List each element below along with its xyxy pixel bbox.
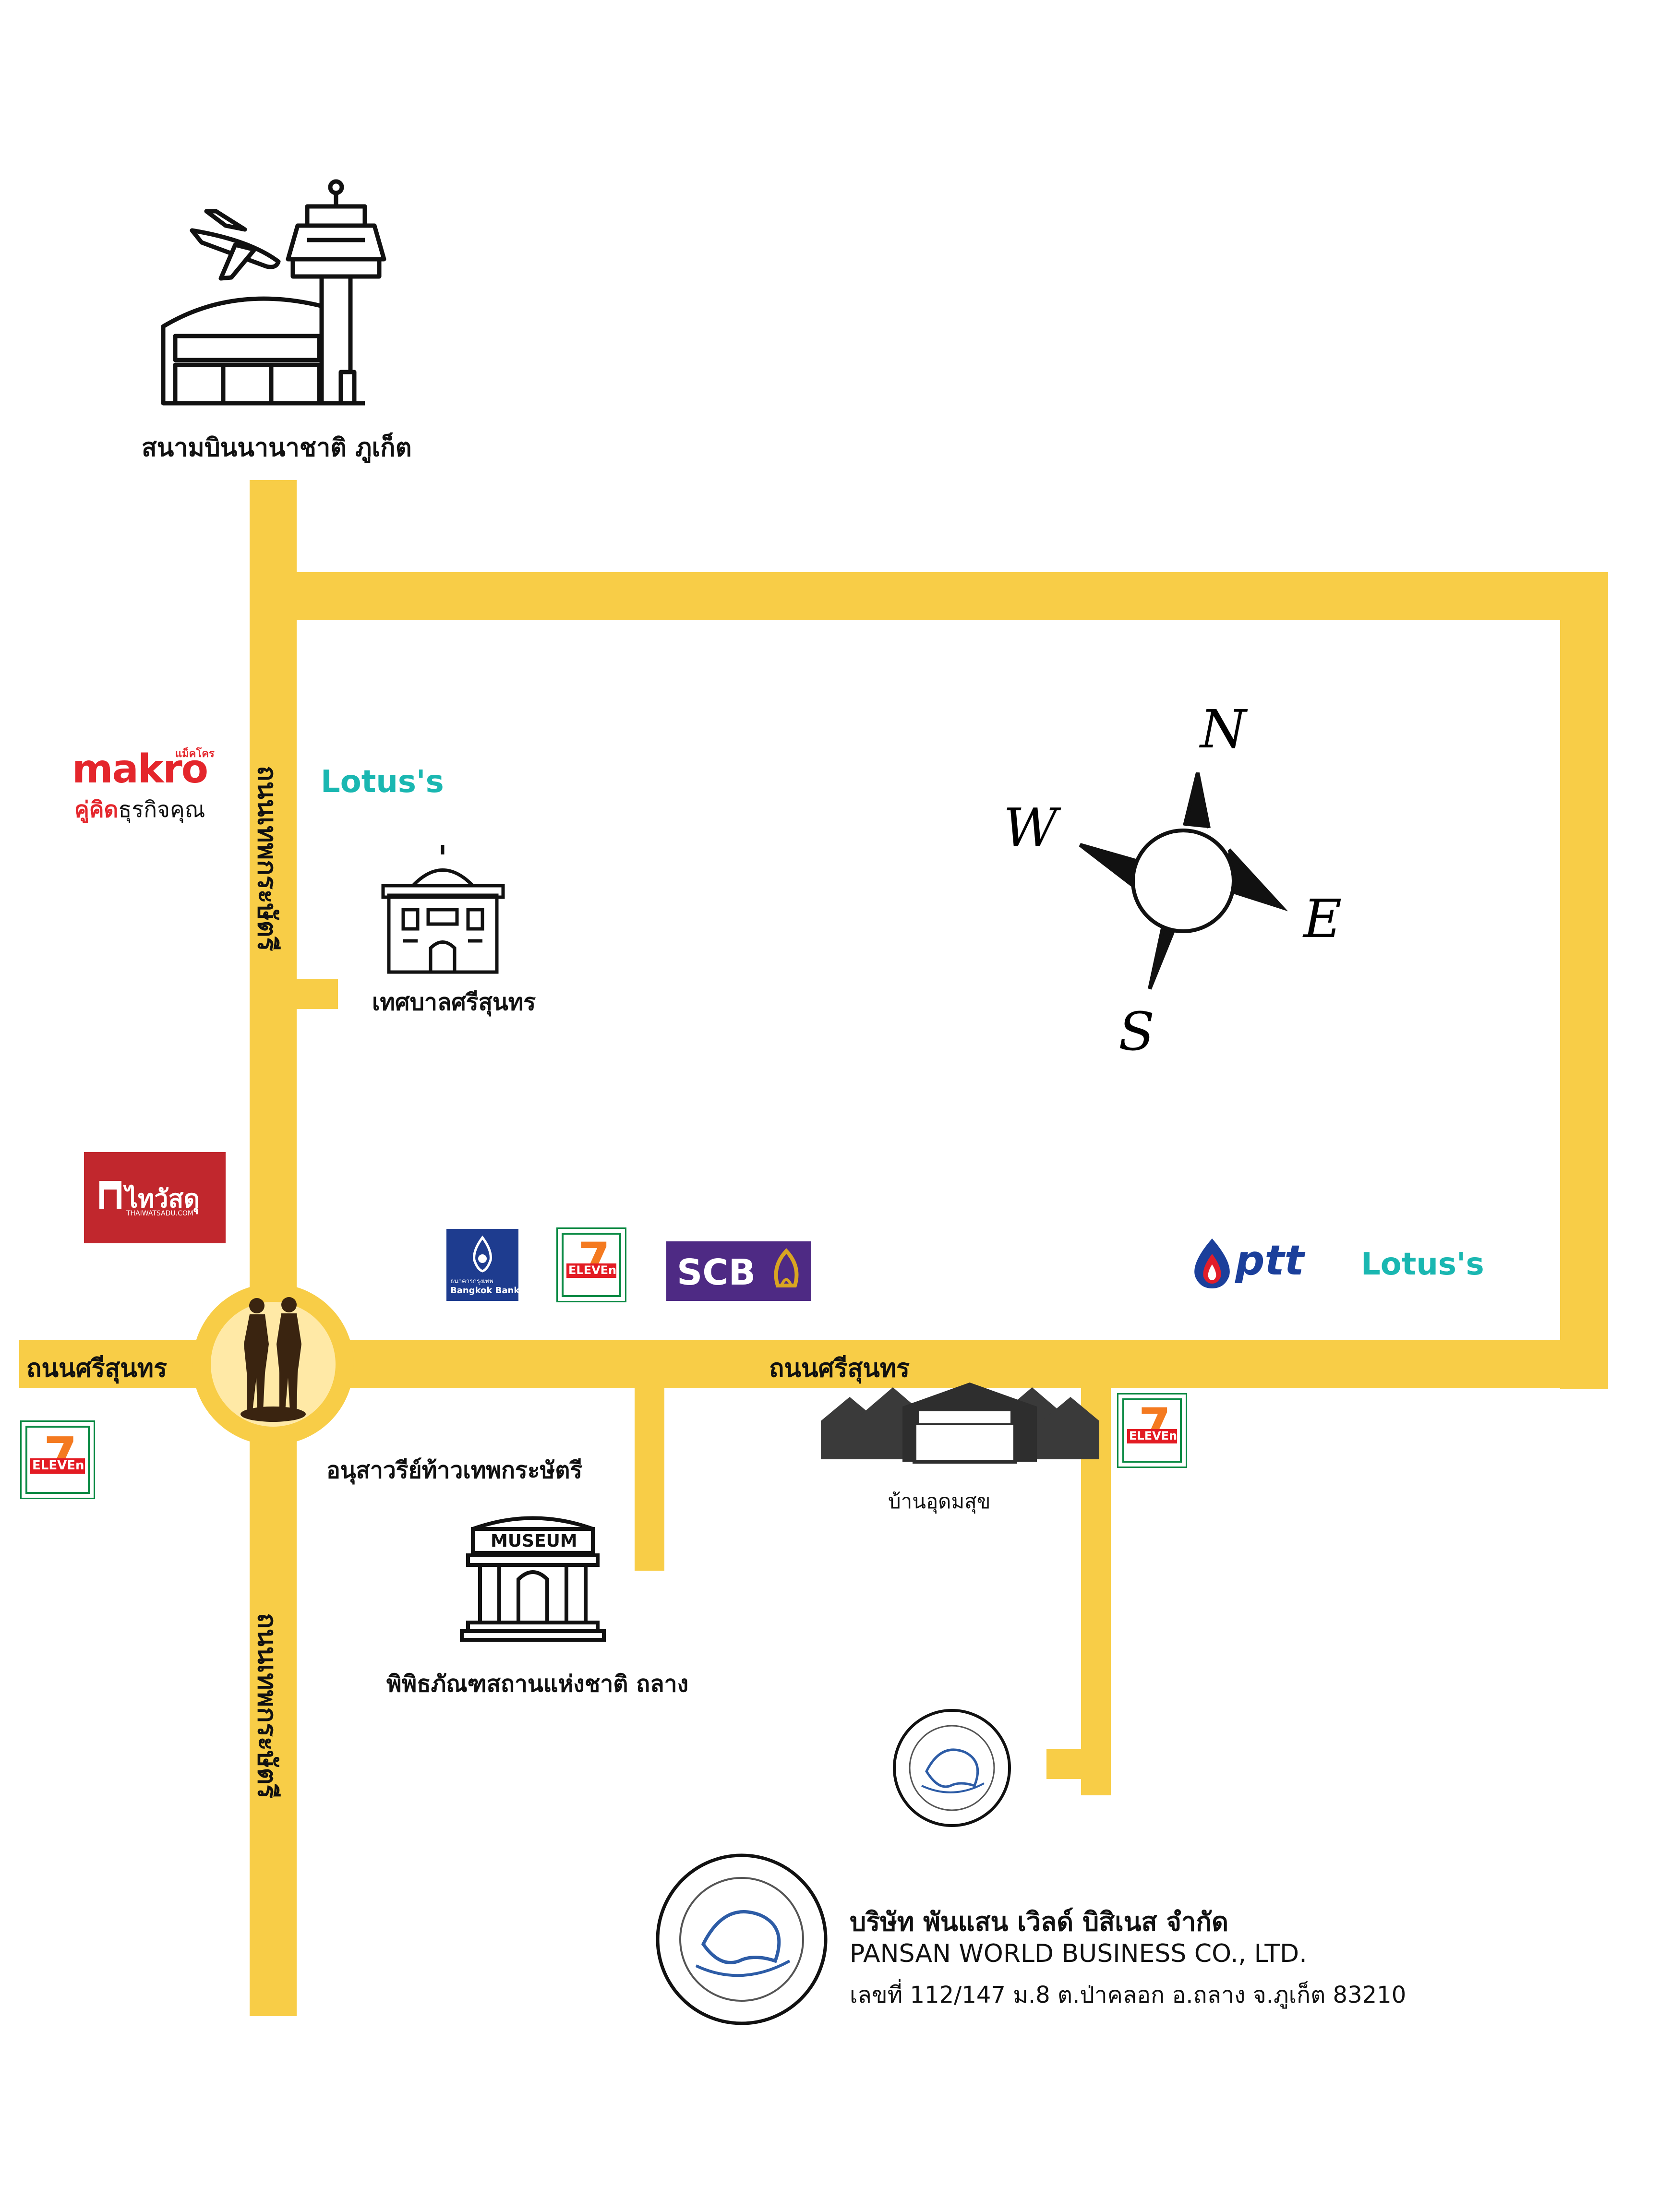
seven-eleven-text: ELEVEn — [32, 1458, 84, 1473]
lotus-logo-west: Lotus's — [321, 764, 444, 800]
road-thepkrasattri — [250, 480, 297, 2016]
thaiwatsadu-house-icon — [99, 1181, 121, 1209]
compass-east: E — [1303, 888, 1342, 950]
pansan-company-seal — [656, 1853, 828, 2025]
seven-eleven-logo-west: 7 ELEVEn — [20, 1420, 95, 1499]
road-label-thepkrasattri-lower: ถนนเทพกระษัตรี — [252, 1613, 282, 1799]
pansan-small-seal — [893, 1709, 1011, 1827]
seven-eleven-logo-center: 7 ELEVEn — [556, 1227, 626, 1302]
ptt-logo: ptt — [1188, 1235, 1332, 1292]
makro-tagline: คู่คิดธุรกิจคุณ — [74, 796, 205, 822]
airport-label: สนามบินนานาชาติ ภูเก็ต — [142, 433, 412, 462]
municipality-icon — [381, 845, 505, 974]
thaiwatsadu-sub: THAIWATSADU.COM — [126, 1210, 193, 1217]
thaiwatsadu-logo: ไทวัสดุ THAIWATSADU.COM — [84, 1152, 226, 1243]
compass-west: W — [1003, 797, 1058, 858]
scb-emblem-icon — [774, 1248, 799, 1287]
thaiwatsadu-name: ไทวัสดุ — [125, 1185, 200, 1214]
seven-eleven-digit: 7 — [44, 1427, 77, 1483]
compass-north: N — [1200, 698, 1247, 760]
seven-eleven-digit: 7 — [1139, 1398, 1171, 1452]
road-label-srisunthon-east: ถนนศรีสุนทร — [769, 1354, 910, 1383]
village-label: บ้านอุดมสุข — [888, 1490, 991, 1513]
museum-label: พิพิธภัณฑสถานแห่งชาติ ถลาง — [386, 1671, 689, 1697]
makro-thai-name: แม็คโคร — [175, 748, 215, 760]
bangkok-bank-thai: ธนาคารกรุงเทพ — [450, 1278, 493, 1285]
road-east-loop — [1560, 572, 1608, 1389]
seven-eleven-text: ELEVEn — [1129, 1429, 1178, 1443]
monument-icon — [211, 1297, 336, 1427]
airport-icon — [161, 179, 386, 406]
road-stub-museum — [635, 1388, 664, 1571]
compass-rose — [1079, 772, 1288, 990]
makro-logo: makro — [72, 746, 208, 792]
museum-sign: MUSEUM — [491, 1531, 577, 1551]
road-stub-municipality — [297, 979, 338, 1009]
seven-eleven-text: ELEVEn — [568, 1263, 617, 1277]
company-name-thai: บริษัท พันแสน เวิลด์ บิสิเนส จำกัด — [850, 1907, 1229, 1937]
seven-eleven-digit: 7 — [578, 1233, 610, 1286]
company-name-english: PANSAN WORLD BUSINESS CO., LTD. — [850, 1939, 1307, 1968]
village-icon — [821, 1382, 1099, 1464]
ptt-text: ptt — [1235, 1237, 1304, 1285]
scb-logo: SCB — [666, 1241, 811, 1301]
bangkok-bank-english: Bangkok Bank — [450, 1286, 520, 1296]
company-address: เลขที่ 112/147 ม.8 ต.ป่าคลอก อ.ถลาง จ.ภู… — [850, 1982, 1407, 2008]
monument-label: อนุสาวรีย์ท้าวเทพกระษัตรี — [326, 1457, 583, 1484]
seven-eleven-logo-east: 7 ELEVEn — [1117, 1393, 1187, 1468]
road-stub-pansan — [1046, 1749, 1081, 1779]
bangkok-bank-emblem-icon — [473, 1235, 492, 1273]
road-north-loop — [297, 572, 1608, 620]
compass-south: S — [1118, 1001, 1155, 1062]
road-label-srisunthon-west: ถนนศรีสุนทร — [26, 1354, 168, 1383]
museum-icon — [460, 1516, 606, 1642]
lotus-logo-east: Lotus's — [1361, 1247, 1484, 1282]
municipality-label: เทศบาลศรีสุนทร — [372, 989, 536, 1016]
road-label-thepkrasattri-upper: ถนนเทพกระษัตรี — [252, 766, 282, 951]
ptt-drop-icon — [1194, 1238, 1230, 1288]
bangkok-bank-logo: ธนาคารกรุงเทพ Bangkok Bank — [446, 1229, 520, 1301]
scb-text: SCB — [677, 1252, 756, 1293]
